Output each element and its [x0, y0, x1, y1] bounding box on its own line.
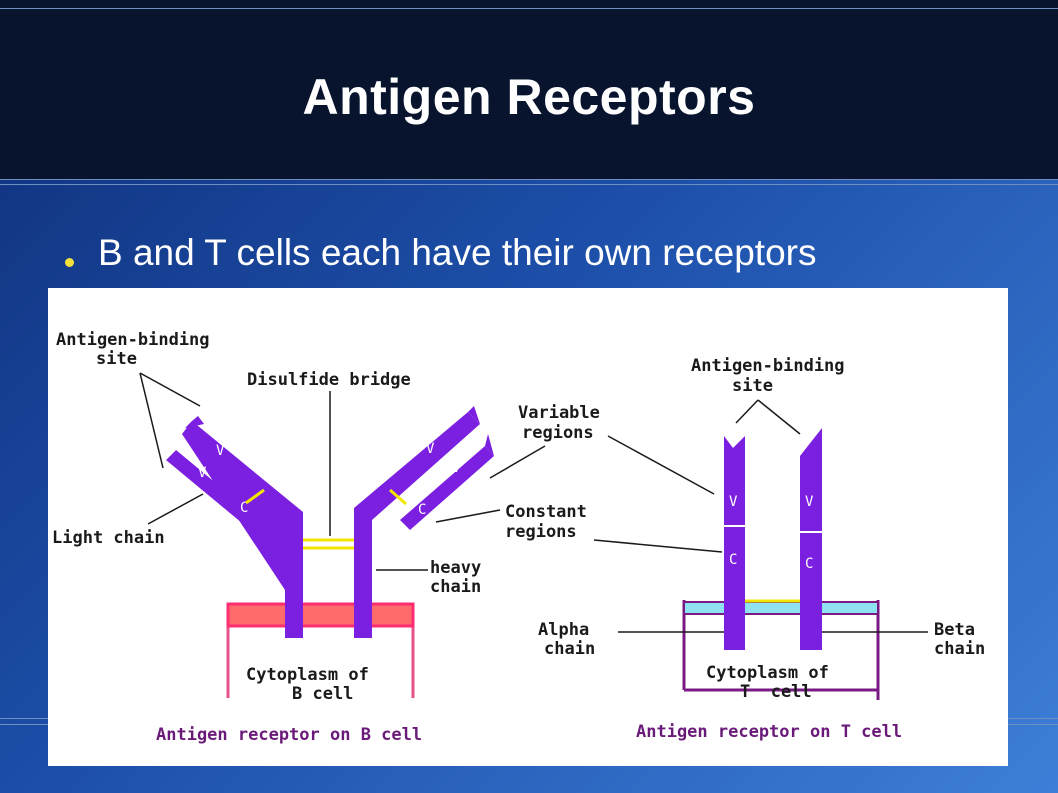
- caption-t-cell: Antigen receptor on T cell: [636, 722, 902, 742]
- leader-light-chain: [147, 493, 204, 525]
- leader-binding-site-t-2: [757, 399, 801, 435]
- label-constant-regions-2: regions: [505, 522, 577, 542]
- light-tip-right: [485, 434, 494, 456]
- label-variable-regions-2: regions: [522, 423, 594, 443]
- heavy-chain-left: [182, 421, 303, 638]
- label-binding-site-t-1: Antigen-binding: [691, 356, 845, 376]
- leader-binding-site-b-1: [139, 372, 201, 407]
- t-beta-c: C: [805, 556, 813, 572]
- receptor-diagram-svg: V V C V V C Antigen-binding site Disulfi…: [52, 330, 985, 745]
- label-t-cytoplasm-1: Cytoplasm of: [706, 663, 829, 683]
- light-chain-left: [166, 450, 258, 528]
- bullet-text: B and T cells each have their own recept…: [98, 232, 817, 273]
- t-alpha-c: C: [729, 552, 737, 568]
- label-beta-chain-2: chain: [934, 639, 985, 659]
- leader-constant-t: [593, 539, 723, 553]
- label-binding-site-b-2: site: [96, 349, 137, 369]
- b-cell-membrane: [226, 602, 415, 628]
- label-b-cytoplasm-2: B cell: [292, 684, 353, 704]
- label-alpha-chain-1: Alpha: [538, 620, 589, 640]
- t-alpha-v: V: [729, 494, 738, 510]
- light-heavy-bond-left: [245, 488, 265, 505]
- t-beta-v: V: [805, 494, 814, 510]
- label-t-cytoplasm-2: T cell: [740, 682, 812, 702]
- label-alpha-chain-2: chain: [544, 639, 595, 659]
- label-heavy-chain-2: chain: [430, 577, 481, 597]
- slide-title: Antigen Receptors: [302, 69, 756, 125]
- b-heavy-v-right: V: [426, 441, 435, 457]
- label-heavy-chain-1: heavy: [430, 558, 481, 578]
- title-bar: [0, 0, 1058, 180]
- b-heavy-v-left: V: [216, 443, 225, 459]
- label-light-chain: Light chain: [52, 528, 165, 548]
- label-binding-site-t-2: site: [732, 376, 773, 396]
- bullet-marker: [65, 258, 74, 267]
- receptor-diagram: V V C V V C Antigen-binding site Disulfi…: [48, 288, 1008, 766]
- title-rule-bottom-2: [0, 184, 1058, 185]
- label-b-cytoplasm-1: Cytoplasm of: [246, 665, 369, 685]
- title-rule-bottom-1: [0, 179, 1058, 180]
- light-tip-notch-left: [166, 438, 176, 460]
- title-rule-top: [0, 8, 1058, 9]
- b-light-c-right: C: [418, 502, 426, 518]
- label-beta-chain-1: Beta: [934, 620, 975, 640]
- light-heavy-bond-right: [389, 488, 407, 506]
- b-light-v-right: V: [452, 460, 461, 476]
- light-chain-right: [400, 446, 494, 530]
- heavy-tip-left: [185, 416, 204, 428]
- b-light-v-left: V: [198, 465, 207, 481]
- b-light-c-left: C: [240, 500, 248, 516]
- heavy-chain-right: [354, 412, 480, 638]
- leader-binding-site-b-2: [139, 372, 164, 469]
- heavy-tip-right: [468, 406, 480, 424]
- label-disulfide-bridge: Disulfide bridge: [247, 370, 411, 390]
- leader-constant-b: [435, 509, 501, 523]
- leader-binding-site-t-1: [735, 399, 759, 424]
- alpha-chain: [724, 436, 745, 650]
- label-constant-regions-1: Constant: [505, 502, 587, 522]
- label-variable-regions-1: Variable: [518, 403, 600, 423]
- beta-chain: [800, 428, 822, 650]
- leader-variable-b: [489, 445, 546, 479]
- leader-variable-t: [607, 435, 715, 495]
- caption-b-cell: Antigen receptor on B cell: [156, 725, 422, 745]
- t-cell-membrane: [683, 601, 879, 615]
- label-binding-site-b-1: Antigen-binding: [56, 330, 210, 350]
